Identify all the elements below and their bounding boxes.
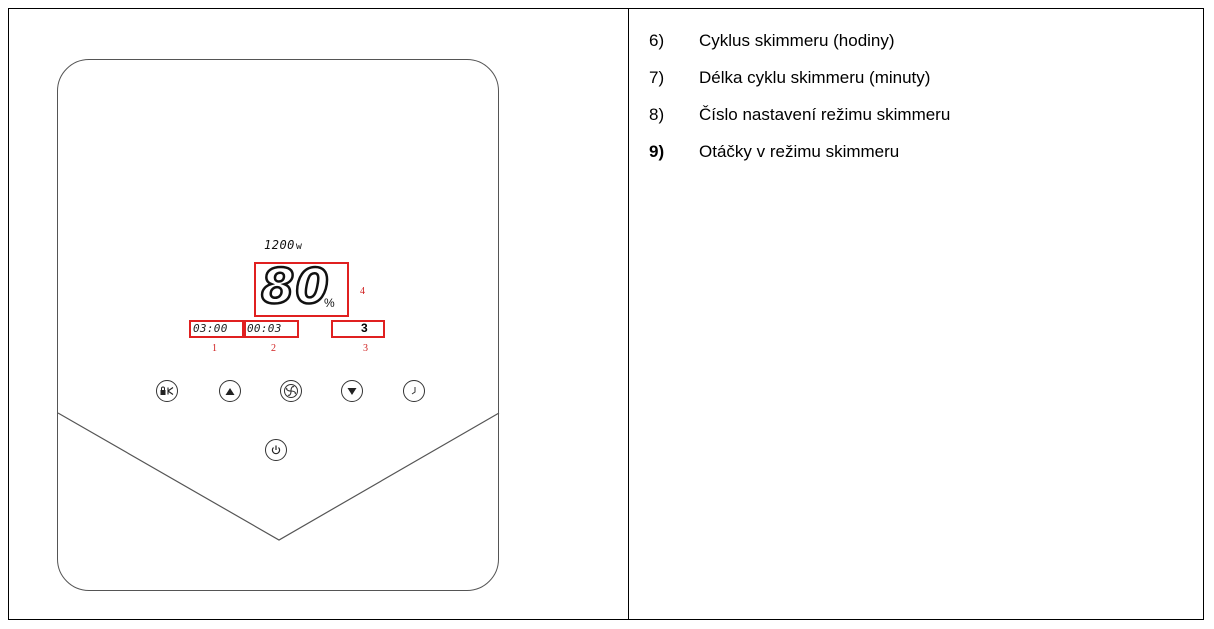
fan-button: [280, 380, 302, 402]
wattage-value: 1200: [264, 238, 295, 252]
callout-4: 4: [360, 286, 365, 297]
item-number: 7): [649, 68, 665, 87]
item-number: 8): [649, 105, 665, 124]
document-table: 1200w 80 % 03:00 00:03 3 1 2 3 4: [8, 8, 1204, 620]
panel-chevron-line: [57, 412, 500, 541]
wattage-readout: 1200w: [264, 238, 302, 252]
power-icon: [271, 445, 281, 455]
clock-icon: [411, 387, 416, 395]
mode-highlight-box: [331, 320, 385, 338]
up-arrow-icon: [225, 387, 235, 395]
legend-list: 6) Cyklus skimmeru (hodiny) 7) Délka cyk…: [649, 29, 950, 177]
callout-1: 1: [212, 343, 217, 354]
power-button: [265, 439, 287, 461]
cycle-highlight-box: [189, 320, 244, 338]
fan-icon: [284, 384, 298, 398]
lock-button: [156, 380, 178, 402]
list-item: 7) Délka cyklu skimmeru (minuty): [649, 66, 950, 103]
cycle-length-highlight-box: [244, 320, 299, 338]
speed-highlight-box: [254, 262, 349, 317]
up-button: [219, 380, 241, 402]
down-arrow-icon: [347, 387, 357, 395]
item-number: 9): [649, 142, 665, 161]
item-number: 6): [649, 31, 665, 50]
item-text: Délka cyklu skimmeru (minuty): [699, 68, 931, 87]
lock-icon: [160, 386, 174, 395]
mode-number-readout: 3: [361, 321, 368, 335]
down-button: [341, 380, 363, 402]
clock-button: [403, 380, 425, 402]
column-divider: [628, 9, 629, 619]
wattage-unit: w: [295, 241, 303, 252]
list-item: 9) Otáčky v režimu skimmeru: [649, 140, 950, 177]
control-panel-illustration: [57, 59, 499, 591]
callout-2: 2: [271, 343, 276, 354]
list-item: 6) Cyklus skimmeru (hodiny): [649, 29, 950, 66]
list-item: 8) Číslo nastavení režimu skimmeru: [649, 103, 950, 140]
skimmer-cycle-readout: 03:00: [193, 322, 228, 335]
item-text: Číslo nastavení režimu skimmeru: [699, 105, 951, 124]
speed-percent-value: 80: [260, 259, 330, 315]
item-text: Otáčky v režimu skimmeru: [699, 142, 900, 161]
item-text: Cyklus skimmeru (hodiny): [699, 31, 895, 50]
skimmer-cycle-length-readout: 00:03: [247, 322, 282, 335]
percent-sign: %: [324, 296, 335, 310]
callout-3: 3: [363, 343, 368, 354]
